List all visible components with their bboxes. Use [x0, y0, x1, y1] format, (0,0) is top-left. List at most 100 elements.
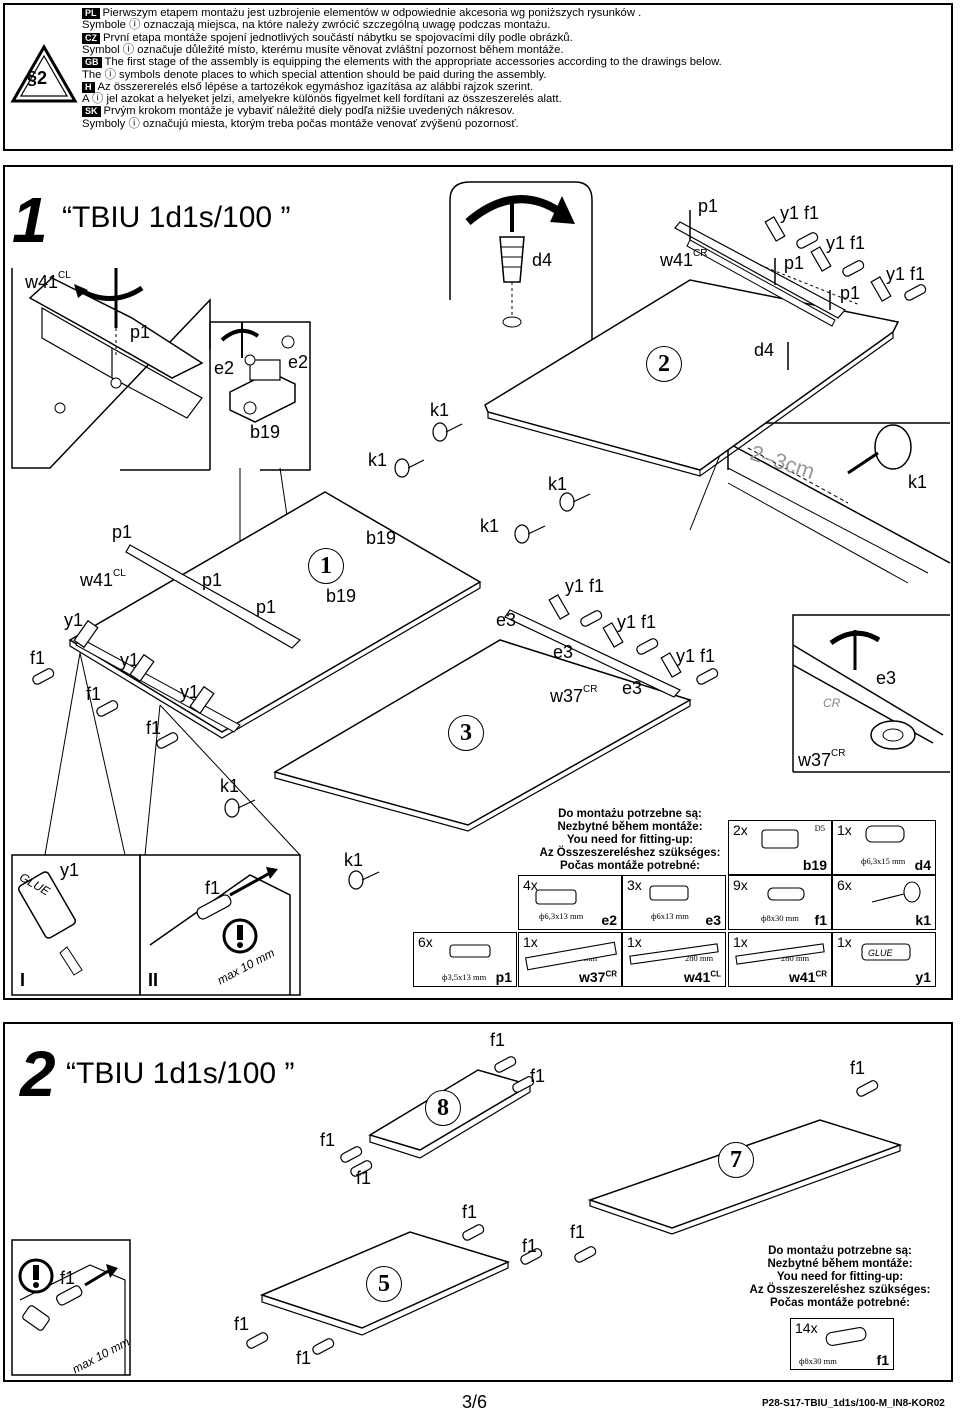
part-f1: 9x ф8x30 mm f1 — [728, 875, 832, 930]
label-y1f1-mid-3: y1 f1 — [676, 646, 716, 666]
header-line: Symbol ⓘ označuje důležité místo, kterém… — [82, 44, 564, 56]
label-f1-inset: f1 — [205, 878, 221, 898]
label-y1f1-top-1: y1 f1 — [780, 203, 820, 223]
label-y1f1-top-3: y1 f1 — [886, 264, 926, 284]
header-line-text: The ⓘ symbols denote places to which spe… — [82, 68, 547, 81]
label-y1-b: y1 — [120, 650, 140, 670]
parts-heading-step1: Do montażu potrzebne są:Nezbytné během m… — [539, 808, 721, 872]
label-y1-c: y1 — [180, 682, 200, 702]
label-p1-panel1-b: p1 — [202, 570, 223, 590]
header-line-text: Pierwszym etapem montażu jest uzbrojenie… — [102, 7, 642, 19]
label-w37-cr: w37CR — [550, 684, 598, 706]
label-p1-top-right: p1 — [698, 196, 719, 216]
label-k1-1: k1 — [430, 400, 450, 420]
label-y1f1-top-2: y1 f1 — [826, 233, 866, 253]
panel-number-8: 8 — [425, 1090, 461, 1126]
label-w41-cl-panel1: w41CL — [80, 568, 126, 590]
header-line-text: Prvým krokom montáže je vybaviť náležité… — [103, 105, 515, 118]
label-y1-inset: y1 — [60, 860, 80, 880]
inset-dividers — [11, 181, 950, 996]
label-k1-right: k1 — [908, 472, 928, 492]
step2-title: “TBIU 1d1s/100 ” — [66, 1057, 295, 1090]
label-p1: p1 — [130, 322, 151, 342]
inset-rail-w41-cl-drawing — [28, 268, 204, 419]
part-w41-cl: 1x 280 mm w41CL — [622, 932, 726, 987]
label-k1-2: k1 — [368, 450, 388, 470]
dowel-f1-icons — [32, 216, 927, 890]
label-y1-a: y1 — [64, 610, 84, 630]
label-k1-5: k1 — [220, 776, 240, 796]
label-f1-c: f1 — [146, 718, 162, 738]
label-b19-inset: b19 — [250, 422, 281, 442]
panel-number-2: 2 — [646, 346, 682, 382]
panel-number-1: 1 — [308, 548, 344, 584]
header-box — [3, 3, 953, 151]
header-line: The ⓘ symbols denote places to which spe… — [82, 68, 547, 81]
label-f1-s2-10: f1 — [296, 1348, 312, 1368]
attention-icon — [222, 918, 258, 954]
parts-heading-step2: Do montażu potrzebne są:Nezbytné během m… — [749, 1245, 931, 1309]
label-k1-4: k1 — [480, 516, 500, 536]
label-f1-b: f1 — [86, 684, 102, 704]
label-f1-s2-7: f1 — [522, 1236, 538, 1256]
header-line: Symbole ⓘ oznaczają miejsca, na które na… — [82, 20, 550, 31]
rail-w41-cr-drawing — [674, 210, 861, 370]
language-tag: CZ — [82, 32, 100, 44]
header-line-text: Symbole ⓘ oznaczają miejsca, na które na… — [82, 19, 551, 32]
header-line-text: Az összererelés első lépése a tartozékok… — [97, 80, 534, 93]
label-y1f1-mid-1: y1 f1 — [565, 576, 605, 596]
label-d4-inset: d4 — [532, 250, 553, 270]
panel-2-board — [484, 279, 900, 477]
svg-text:CR: CR — [823, 696, 841, 710]
label-y1f1-mid-2: y1 f1 — [617, 612, 657, 632]
label-f1-s2-4: f1 — [356, 1168, 372, 1188]
header-line: Symboly ⓘ označujú miesta, ktorým treba … — [82, 117, 519, 130]
label-p1-panel1-a: p1 — [112, 522, 133, 542]
part-k1: 6x k1 — [832, 875, 936, 930]
label-f1-s2-inset: f1 — [60, 1268, 76, 1288]
document-code: P28-S17-TBIU_1d1s/100-M_IN8-KOR02 — [762, 1398, 945, 1409]
label-w41-cl: w41CL — [25, 270, 71, 292]
svg-text:GLUE: GLUE — [868, 948, 894, 958]
label-e2-left: e2 — [214, 358, 235, 378]
warning-triangle-icon — [10, 43, 78, 103]
label-e3-2: e3 — [553, 642, 574, 662]
header-line-text: Symboly ⓘ označujú miesta, ktorým treba … — [82, 117, 519, 130]
label-f1-s2-5: f1 — [850, 1058, 866, 1078]
step2-box — [3, 1022, 953, 1382]
panel-number-5: 5 — [366, 1266, 402, 1302]
header-line: A ⓘ jel azokat a helyeket jelzi, amelyek… — [82, 93, 562, 105]
label-d4-board: d4 — [754, 340, 775, 360]
language-tag: PL — [82, 8, 100, 19]
label-f1-s2-1: f1 — [490, 1030, 506, 1050]
label-f1-s2-9: f1 — [234, 1314, 250, 1334]
label-e3-inset: e3 — [876, 668, 897, 688]
label-f1-s2-2: f1 — [530, 1066, 546, 1086]
panel-number-3: 3 — [448, 715, 484, 751]
part-icons: GLUE — [449, 825, 921, 971]
label-p1-right: p1 — [840, 283, 861, 303]
page-number: 3/6 — [462, 1392, 488, 1412]
panel-number-7: 7 — [718, 1142, 754, 1178]
part-w41-cr: 1x 280 mm w41CR — [728, 932, 832, 987]
part-p1: 6x ф3,5x13 mm p1 — [413, 932, 517, 987]
inset-k1-glide-drawing — [727, 424, 951, 584]
label-b19-panel1: b19 — [326, 586, 357, 606]
inset-dowel-drawing — [149, 867, 291, 995]
step1-number: 1 — [12, 184, 48, 256]
label-b19-panel1-top: b19 — [366, 528, 397, 548]
attention-icon-step2 — [18, 1258, 54, 1294]
label-f1-s2-8: f1 — [570, 1222, 586, 1242]
label-e3-3: e3 — [622, 678, 643, 698]
step2-number: 2 — [20, 1038, 56, 1110]
inset-d4-screwdriver-drawing — [465, 195, 575, 328]
roman-2: II — [148, 970, 159, 990]
label-p1-panel1-c: p1 — [256, 597, 277, 617]
label-e2-right: e2 — [288, 352, 309, 372]
label-k1-3: k1 — [548, 474, 568, 494]
